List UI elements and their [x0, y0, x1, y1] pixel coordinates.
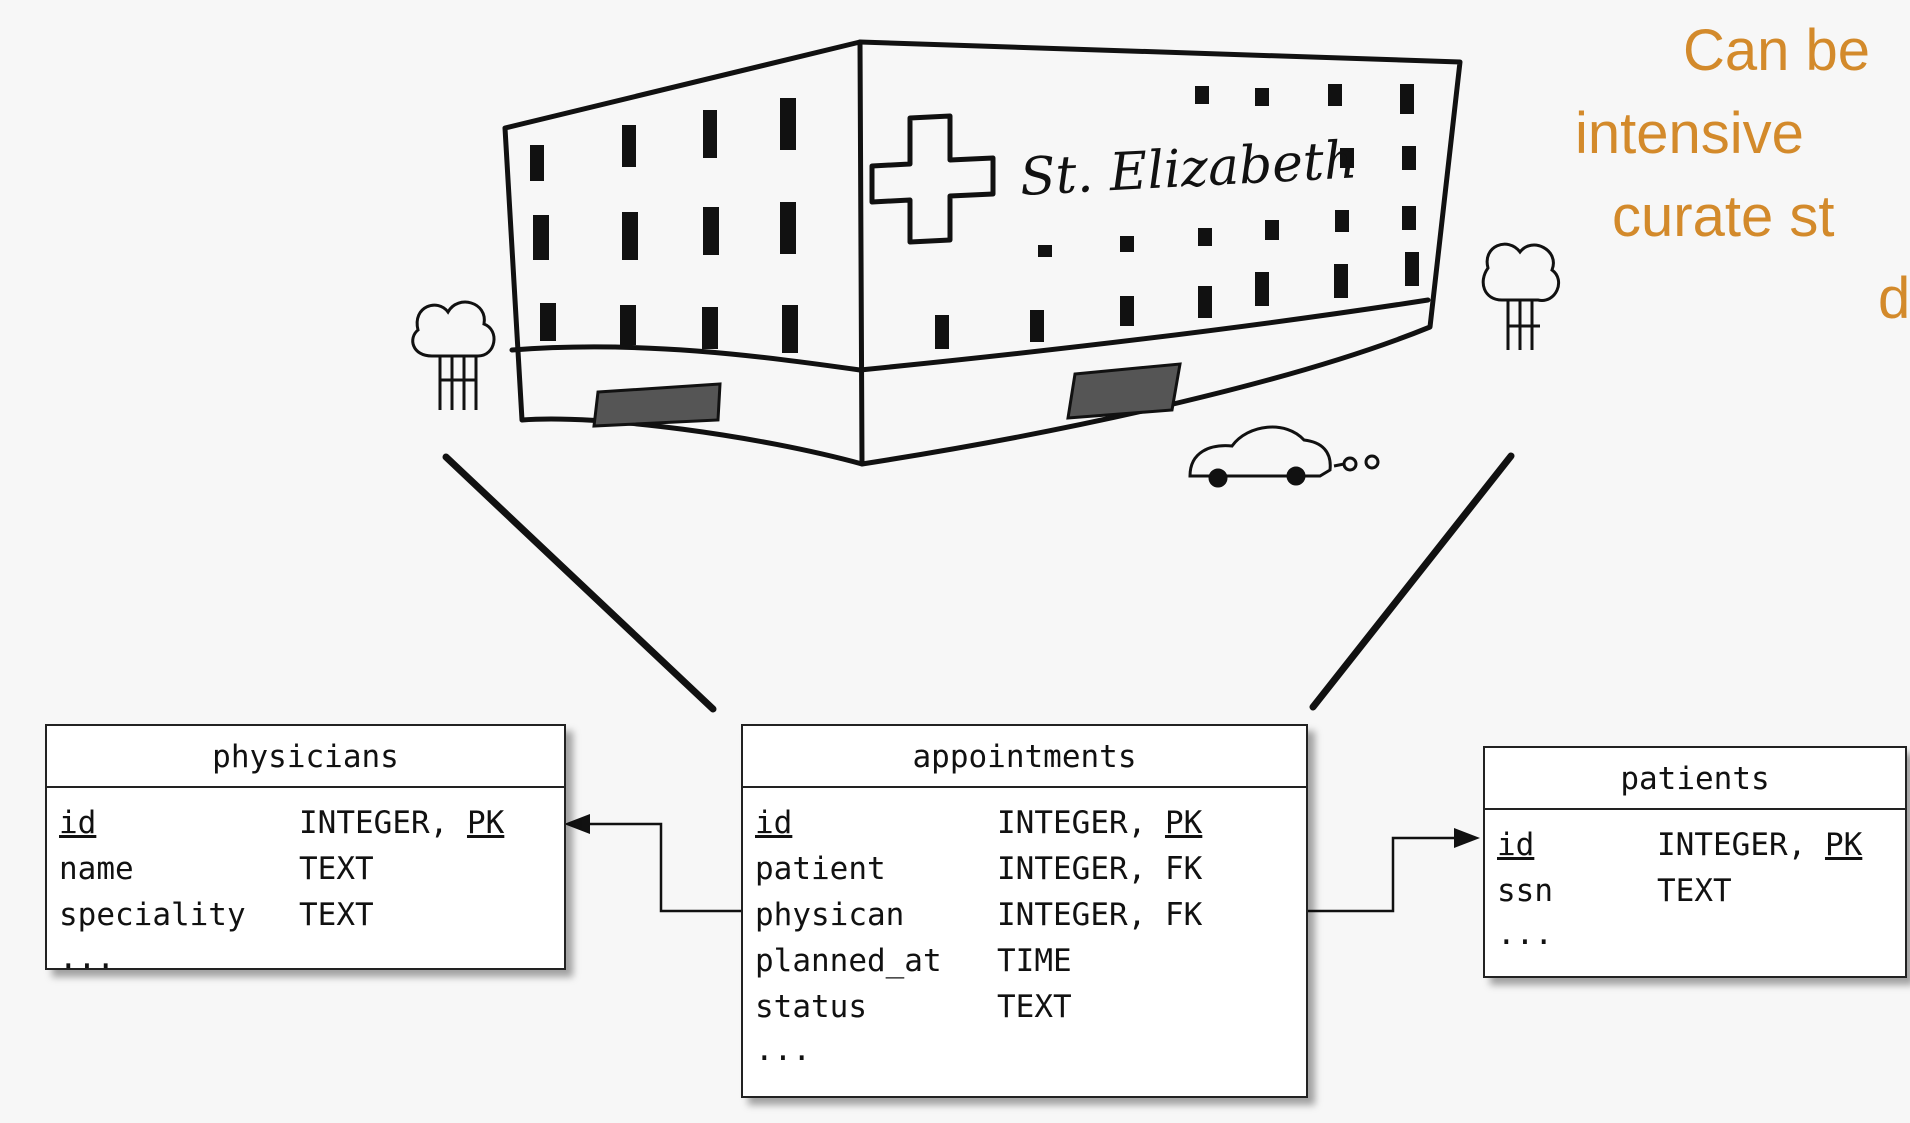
column-type: INTEGER, FK	[997, 851, 1203, 887]
column-name: id	[1497, 827, 1535, 863]
column-type: INTEGER, PK	[1657, 827, 1863, 863]
table-title: physicians	[47, 726, 564, 788]
table-row: id INTEGER, PK	[59, 800, 564, 846]
table-title: appointments	[743, 726, 1306, 788]
building-right-face	[857, 39, 1463, 467]
caption-line-4: da	[1878, 266, 1910, 331]
physicians-table: physicians id INTEGER, PK name TEXT spec…	[45, 724, 566, 976]
table-row: status TEXT	[755, 984, 1306, 1030]
table-row: speciality TEXT	[59, 892, 564, 938]
patients-table: patients id INTEGER, PK ssn TEXT ...	[1483, 746, 1907, 978]
appointments-table: appointments id INTEGER, PK patient INTE…	[741, 724, 1308, 1098]
column-type: TIME	[997, 943, 1072, 979]
pk-label: PK	[1164, 805, 1203, 841]
column-type: INTEGER, FK	[997, 897, 1203, 933]
fk-arrows	[588, 822, 1454, 913]
more-columns: ...	[1497, 916, 1553, 952]
column-type: INTEGER, PK	[997, 805, 1203, 841]
column-name: id	[755, 805, 793, 841]
table-rows: id INTEGER, PK ssn TEXT ...	[1485, 810, 1905, 954]
connector-lines	[442, 452, 1515, 713]
pk-label: PK	[1824, 827, 1863, 863]
column-name: patient	[755, 851, 886, 887]
tree-right-icon	[1481, 242, 1560, 350]
column-name: id	[59, 805, 97, 841]
tree-left-icon	[411, 300, 496, 410]
table-row: id INTEGER, PK	[755, 800, 1306, 846]
column-type: TEXT	[299, 897, 374, 933]
table-row: name TEXT	[59, 846, 564, 892]
table-row: patient INTEGER, FK	[755, 846, 1306, 892]
caption-line-3: curate st	[1612, 184, 1835, 249]
arrow-to-physicians-icon	[564, 814, 590, 834]
column-name: name	[59, 851, 134, 887]
column-type: TEXT	[1657, 873, 1732, 909]
arrow-to-patients-icon	[1454, 828, 1480, 848]
table-title: patients	[1485, 748, 1905, 810]
cross-icon	[869, 113, 996, 245]
caption-line-2: intensive	[1575, 101, 1804, 166]
column-type: TEXT	[299, 851, 374, 887]
column-name: physican	[755, 897, 905, 933]
table-row: physican INTEGER, FK	[755, 892, 1306, 938]
column-type: INTEGER, PK	[299, 805, 505, 841]
table-row: id INTEGER, PK	[1497, 822, 1905, 868]
column-name: status	[755, 989, 867, 1025]
column-name: ssn	[1497, 873, 1553, 909]
table-row: planned_at TIME	[755, 938, 1306, 984]
table-rows: id INTEGER, PK name TEXT speciality TEXT…	[47, 788, 564, 978]
column-type: TEXT	[997, 989, 1072, 1025]
pk-label: PK	[466, 805, 505, 841]
table-row: ssn TEXT	[1497, 868, 1905, 914]
car-icon	[1188, 425, 1380, 488]
column-name: speciality	[59, 897, 246, 933]
caption-line-1: Can be	[1683, 18, 1871, 83]
building-left-face	[502, 39, 865, 467]
more-columns: ...	[755, 1032, 811, 1068]
table-rows: id INTEGER, PK patient INTEGER, FK physi…	[743, 788, 1306, 1070]
more-columns: ...	[59, 940, 115, 976]
column-name: planned_at	[755, 943, 942, 979]
